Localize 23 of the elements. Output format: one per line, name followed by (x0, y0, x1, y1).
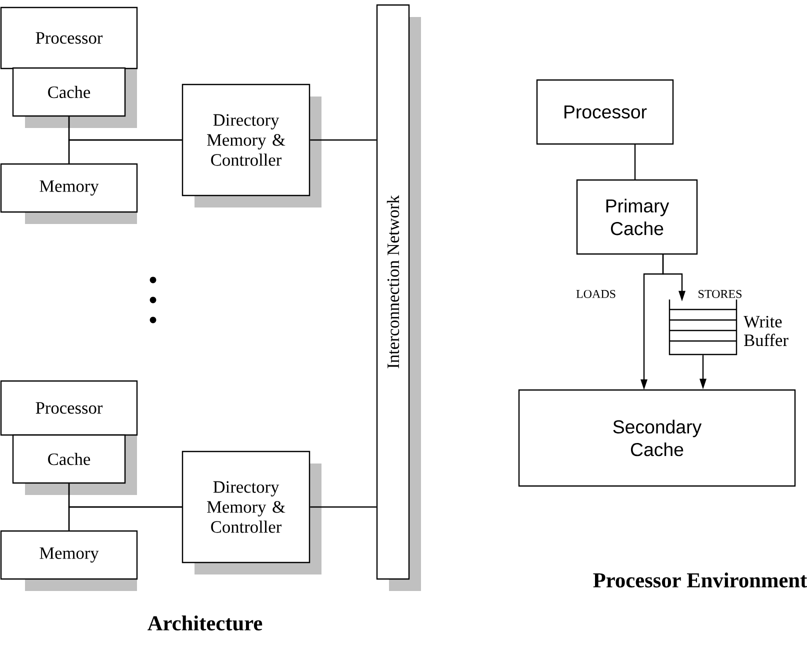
caption: Architecture (148, 615, 262, 631)
connector (68, 506, 182, 530)
processor-box: Processor (536, 79, 674, 145)
edge-label: STORES (696, 288, 744, 300)
directory-box: Directory Memory & Controller (182, 450, 322, 574)
caption: Processor Environment (593, 572, 807, 588)
connector (68, 139, 182, 164)
memory-box: Memory (0, 163, 138, 224)
connector (310, 139, 376, 141)
cache-box: Cache (12, 434, 137, 495)
connector (634, 144, 636, 180)
cache-box: Cache (12, 67, 137, 128)
connector (310, 506, 376, 508)
processor-box: Processor (0, 380, 138, 447)
side-label: Write Buffer (744, 316, 788, 346)
network-bar: Interconnection Network (376, 4, 421, 591)
processor-box: Processor (0, 6, 138, 80)
directory-box: Directory Memory & Controller (182, 84, 322, 208)
cache-box: Secondary Cache (518, 389, 796, 487)
write-buffer-drawing (668, 300, 738, 356)
memory-box: Memory (0, 530, 138, 591)
cache-box: Primary Cache (576, 179, 698, 255)
edge-label: LOADS (574, 288, 618, 300)
